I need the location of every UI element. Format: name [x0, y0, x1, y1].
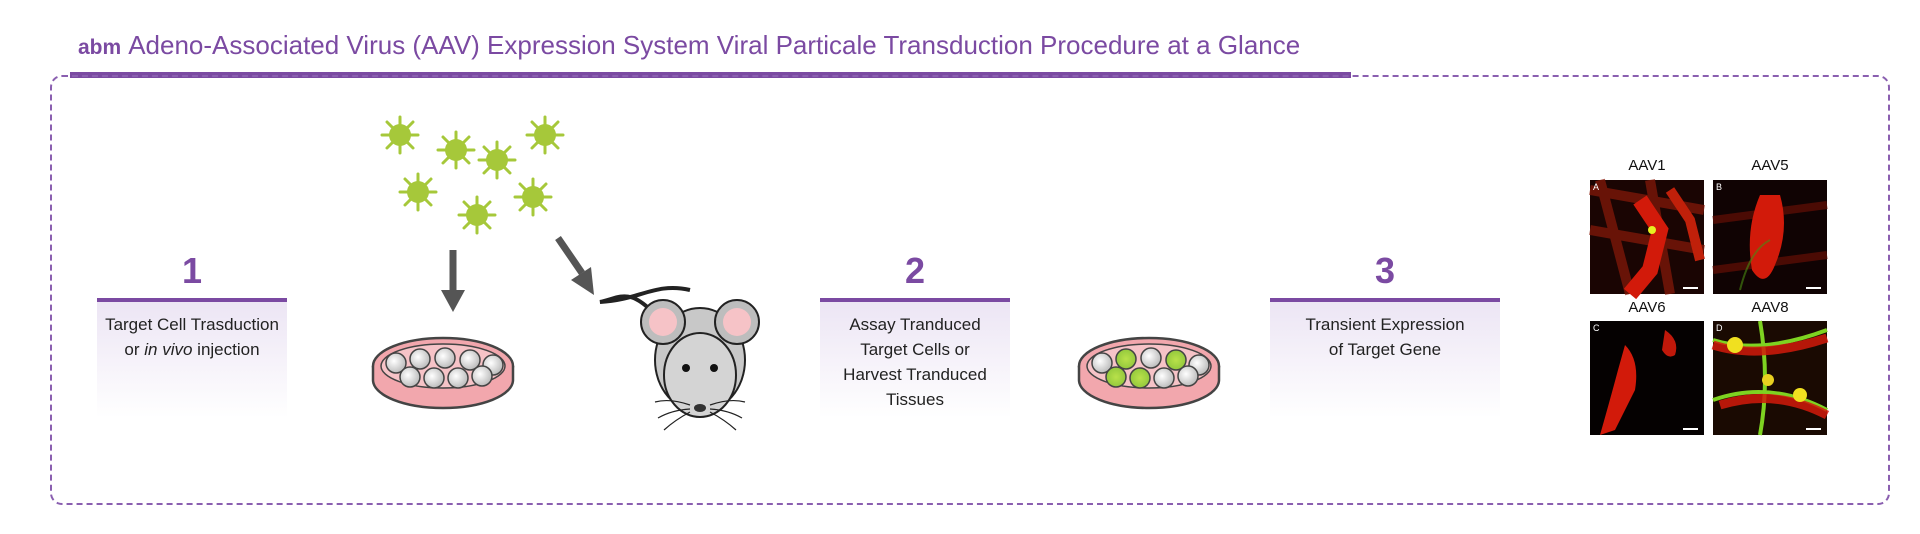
petri-dish-icon [371, 336, 515, 410]
step-number: 1 [181, 250, 203, 291]
step-1-line-1: Target Cell Trasduction [105, 315, 279, 334]
micrograph-panel-b: B [1712, 180, 1828, 294]
page-title: abm Adeno-Associated Virus (AAV) Expressi… [78, 30, 1300, 70]
transduced-dish-icon [1077, 336, 1221, 410]
svg-text:B: B [1716, 182, 1722, 192]
step-description: Transient Expression of Target Gene [1270, 298, 1500, 418]
micrograph-panel-a: A [1589, 178, 1705, 300]
step-number: 2 [904, 250, 926, 291]
step-description: Target Cell Trasduction or in vivo injec… [97, 298, 287, 418]
title-text: Adeno-Associated Virus (AAV) Expression … [128, 30, 1301, 60]
svg-text:D: D [1716, 323, 1723, 333]
step-3-line-2: of Target Gene [1328, 340, 1442, 359]
step-2-line-3: Harvest Tranduced [843, 365, 987, 384]
micrograph-label-aav5: AAV5 [1751, 157, 1789, 174]
step-2-line-1: Assay Tranduced [849, 315, 981, 334]
step-2: 2 Assay Tranduced Target Cells or Harves… [820, 250, 1010, 418]
step-3: 3 Transient Expression of Target Gene [1270, 250, 1500, 418]
step-1-line-2: or in vivo injection [124, 340, 260, 359]
diagram-frame [50, 75, 1890, 505]
step-number: 3 [1374, 250, 1396, 291]
micrograph-panel-d: D [1711, 320, 1830, 436]
step-1: 1 Target Cell Trasduction or in vivo inj… [97, 250, 287, 418]
brand-logo-text: abm [78, 36, 122, 59]
step-description: Assay Tranduced Target Cells or Harvest … [820, 298, 1010, 418]
svg-text:A: A [1593, 182, 1599, 192]
svg-text:C: C [1593, 323, 1600, 333]
arrow-diagonal-icon [555, 236, 594, 295]
micrograph-label-aav1: AAV1 [1628, 157, 1666, 174]
micrograph-label-aav8: AAV8 [1751, 299, 1789, 316]
step-2-line-2: Target Cells or [860, 340, 970, 359]
arrow-down-icon [441, 250, 465, 312]
step-2-line-4: Tissues [886, 390, 944, 409]
mouse-icon [599, 285, 760, 431]
virus-particles-icon [380, 115, 565, 235]
micrograph-panel-c: C [1590, 321, 1704, 435]
micrograph-label-aav6: AAV6 [1628, 299, 1666, 316]
step-3-line-1: Transient Expression [1305, 315, 1465, 334]
